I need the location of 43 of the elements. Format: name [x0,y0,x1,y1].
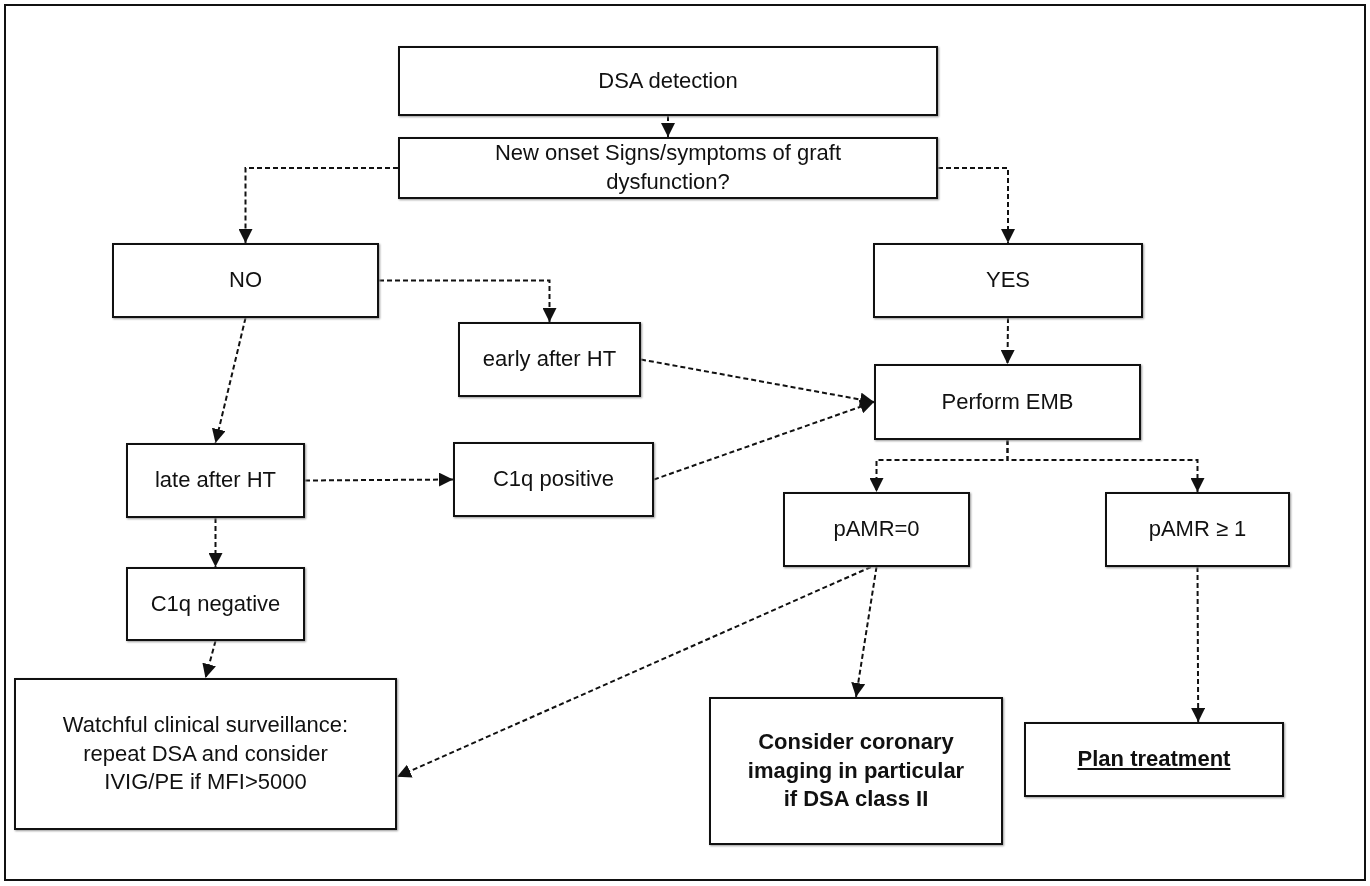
dashed-arrow [1191,566,1206,723]
box-label: Plan treatment [1076,745,1232,774]
process-box [874,364,1141,440]
dashed-arrow [653,400,875,481]
process-box [1024,722,1284,797]
box-label: pAMR ≥ 1 [1147,515,1248,544]
process-box [453,442,654,517]
box-label: late after HT [153,466,277,495]
dashed-arrow [640,358,875,407]
box-label: NO [228,266,263,295]
dashed-arrow [202,640,217,679]
process-box [873,243,1143,318]
box-label: YES [985,266,1031,295]
dashed-arrow [851,566,878,698]
box-label: C1q positive [491,465,616,494]
process-box [398,137,938,199]
dashed-arrow [937,167,1015,244]
process-box [458,322,641,397]
box-label: Consider coronary imaging in particular if DSA class II [746,728,966,814]
box-label: Perform EMB [940,387,1075,416]
box-label: New onset Signs/symptoms of graft dysfunction? [494,139,842,196]
dashed-arrow [238,167,399,244]
process-box [398,46,938,116]
box-label: early after HT [481,345,618,374]
dashed-arrow [396,566,872,778]
dashed-arrow [208,517,223,568]
process-box [1105,492,1290,567]
dashed-arrow [378,279,557,323]
process-box [126,443,305,518]
box-label: pAMR=0 [832,515,921,544]
process-box [112,243,379,318]
dashed-arrow [661,115,675,138]
process-box [709,697,1003,845]
dashed-arrow [304,472,454,487]
process-box [14,678,397,830]
dashed-arrow [1006,439,1205,493]
box-label: Watchful clinical surveillance: repeat DSA and consider IVIG/PE if MFI>5000 [61,711,350,797]
box-label: C1q negative [149,589,282,618]
dashed-arrow [211,317,247,444]
process-box [783,492,970,567]
process-box [126,567,305,641]
box-label: DSA detection [597,66,739,95]
dashed-arrow [1000,317,1015,365]
